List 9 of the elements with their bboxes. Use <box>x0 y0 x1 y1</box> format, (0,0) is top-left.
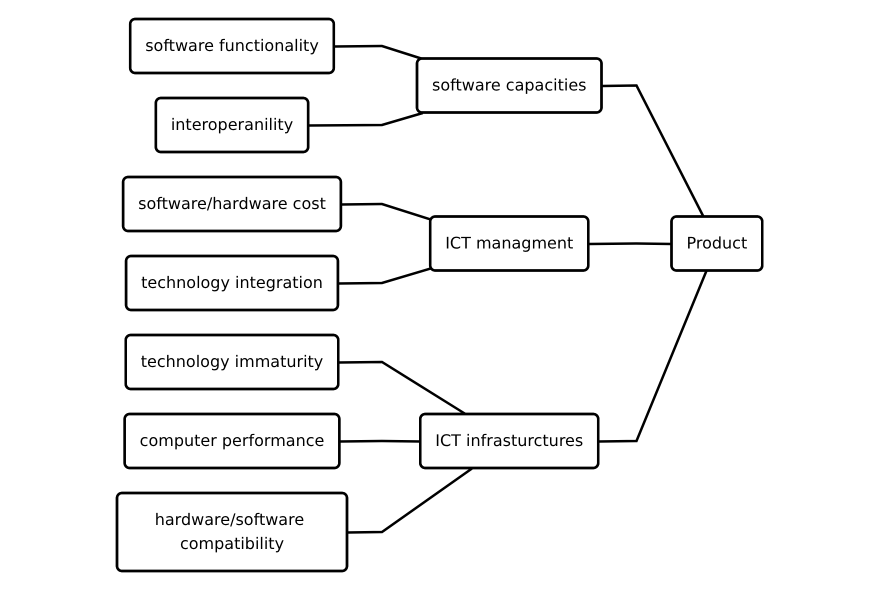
connector <box>599 270 708 442</box>
connector <box>342 202 432 220</box>
connector <box>340 439 422 442</box>
connector <box>589 242 672 245</box>
connector <box>309 111 424 126</box>
connector <box>338 266 432 284</box>
connector <box>334 44 424 60</box>
connector <box>348 466 474 534</box>
connector <box>602 84 706 218</box>
